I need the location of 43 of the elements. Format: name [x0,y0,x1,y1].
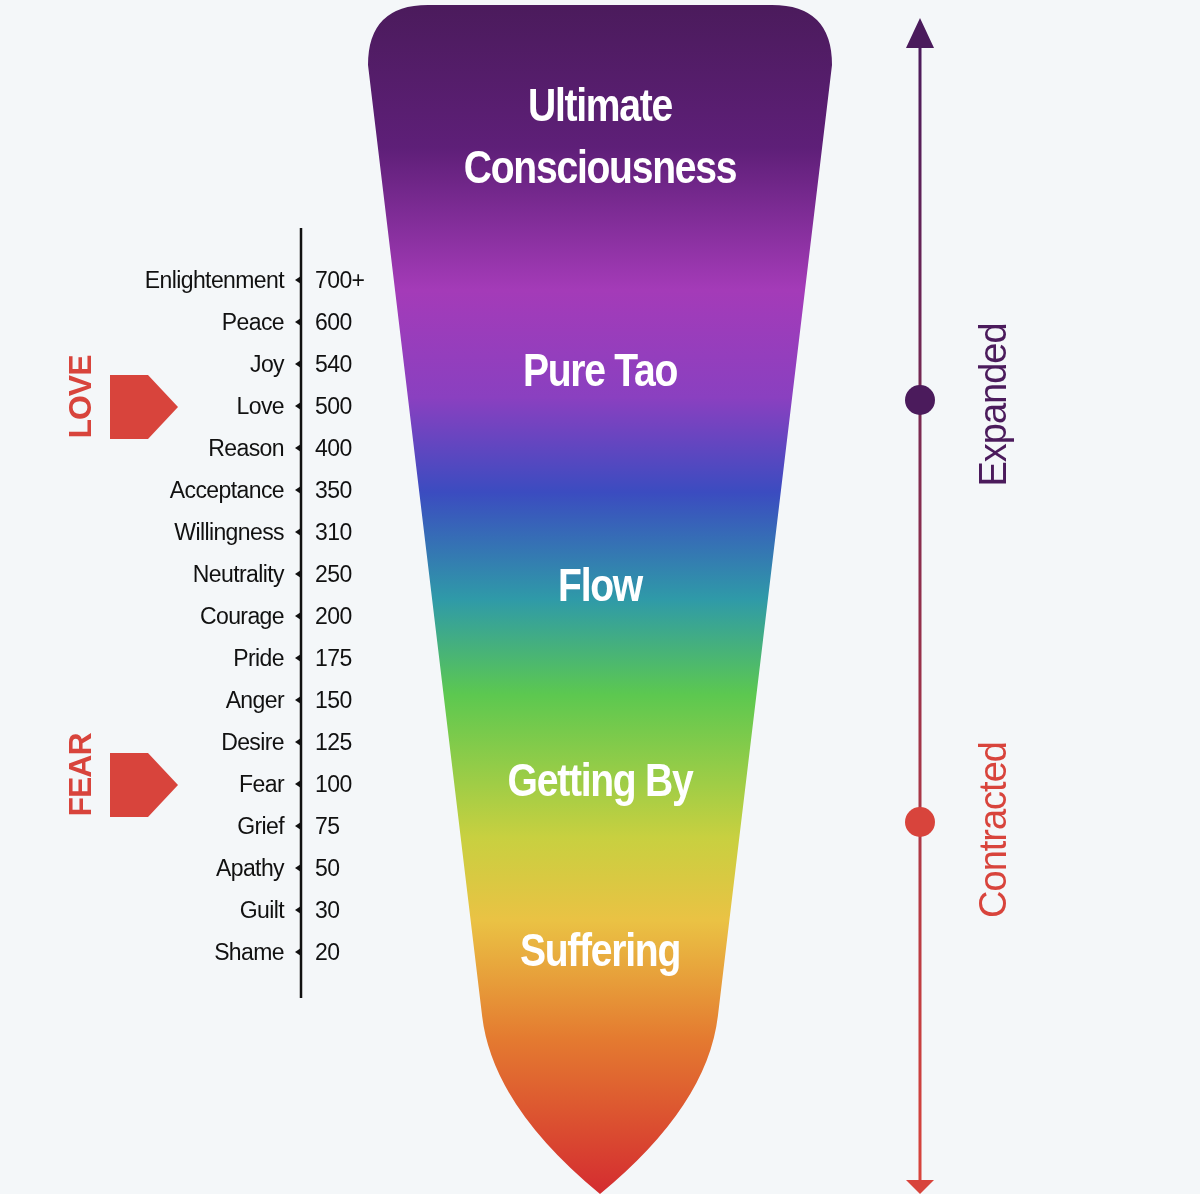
level-label: Pure Tao [521,343,679,398]
level-value: 75 [315,812,340,841]
level-name: Joy [250,350,284,379]
level-name: Grief [237,812,284,841]
level-name: Peace [221,308,284,337]
level-label: Ultimate Consciousness [462,78,738,195]
level-value: 50 [315,854,340,883]
level-value: 540 [315,350,352,379]
category-label: LOVE [61,355,99,439]
level-name: Love [236,392,284,421]
level-value: 200 [315,602,352,631]
category-label: FEAR [61,733,99,817]
level-value: 30 [315,896,340,925]
level-name: Fear [239,770,284,799]
level-name: Enlightenment [144,266,284,295]
level-name: Acceptance [169,476,284,505]
level-name: Anger [225,686,284,715]
level-label: Getting By [506,753,695,808]
level-name: Willingness [174,518,284,547]
level-name: Shame [214,938,284,967]
level-value: 700+ [315,266,365,295]
level-label: Suffering [518,923,682,978]
level-name: Reason [208,434,284,463]
axis-label: Expanded [971,323,1015,487]
level-value: 600 [315,308,352,337]
axis-label: Contracted [971,742,1015,918]
level-label: Flow [557,558,644,613]
level-name: Pride [233,644,284,673]
level-value: 350 [315,476,352,505]
level-value: 150 [315,686,352,715]
level-value: 100 [315,770,352,799]
level-name: Apathy [216,854,284,883]
level-value: 500 [315,392,352,421]
level-name: Guilt [239,896,284,925]
level-value: 400 [315,434,352,463]
level-value: 310 [315,518,352,547]
level-value: 175 [315,644,352,673]
level-name: Desire [221,728,284,757]
level-value: 20 [315,938,340,967]
level-value: 250 [315,560,352,589]
level-value: 125 [315,728,352,757]
level-name: Neutrality [192,560,284,589]
level-name: Courage [199,602,284,631]
